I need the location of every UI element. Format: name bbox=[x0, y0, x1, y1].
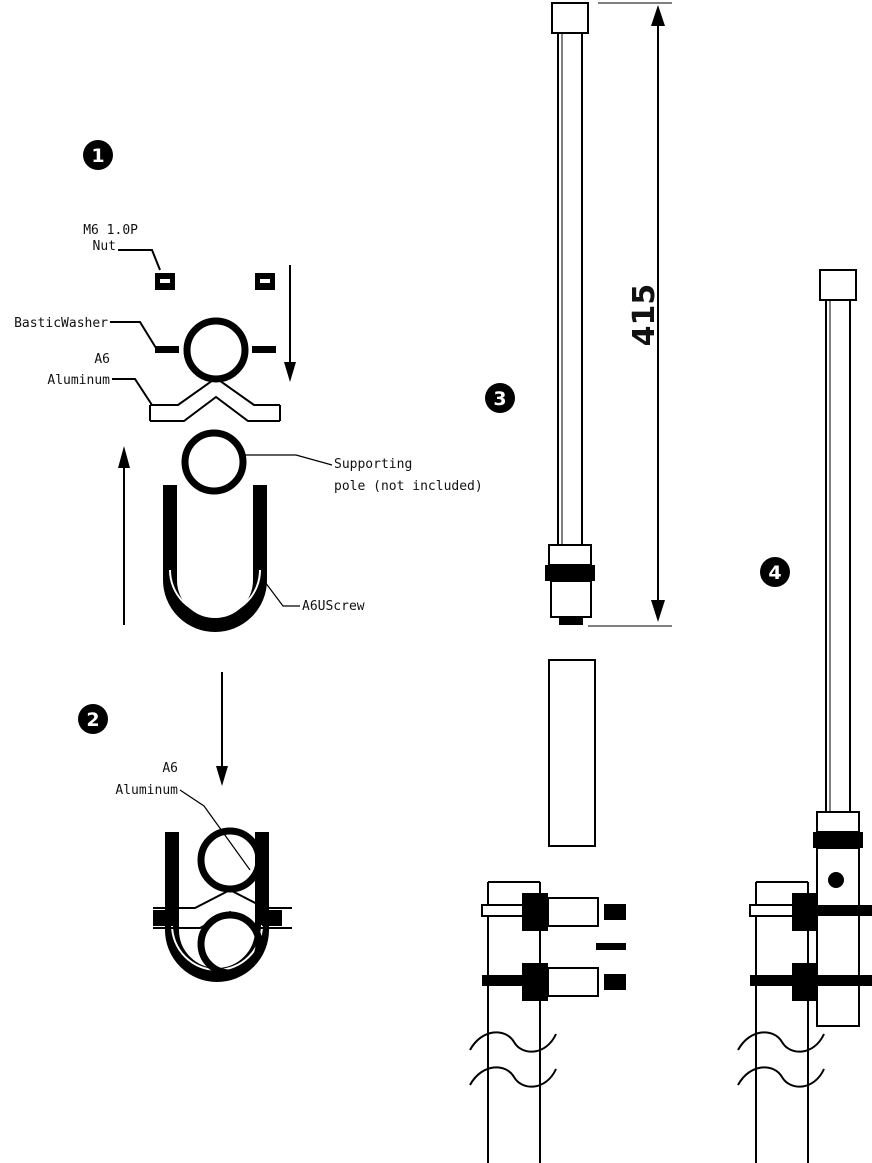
step-1-number: 1 bbox=[91, 145, 104, 167]
washer-leader-line bbox=[110, 322, 156, 348]
step-4-marker: 4 bbox=[760, 557, 790, 587]
washer-label: BasticWasher bbox=[14, 316, 108, 331]
aluminum-a-label-line2: Aluminum bbox=[47, 373, 110, 388]
dimension-415-label: 415 bbox=[627, 284, 662, 347]
pole-leader-line bbox=[243, 455, 332, 465]
aluminum-b-label-line2: Aluminum bbox=[115, 783, 178, 798]
aluminum-a-label-line1: A6 bbox=[94, 352, 110, 367]
supporting-pole-section bbox=[185, 433, 243, 491]
antenna-1 bbox=[545, 3, 595, 625]
nut-label-line1: M6 1.0P bbox=[83, 223, 138, 238]
nut-label-line2: Nut bbox=[93, 239, 116, 254]
step-3-marker: 3 bbox=[485, 383, 515, 413]
u-screw bbox=[170, 485, 260, 625]
pole-label-line1: Supporting bbox=[334, 457, 412, 472]
pole-label-line2: pole (not included) bbox=[334, 479, 483, 494]
aluminum-a-leader-line bbox=[112, 379, 152, 405]
pole-with-clamps-3 bbox=[470, 882, 626, 1163]
mounting-sleeve bbox=[549, 660, 595, 846]
uscrew-label: A6UScrew bbox=[302, 599, 365, 614]
step-2-number: 2 bbox=[86, 709, 99, 731]
arrow-up-1 bbox=[118, 446, 130, 625]
nuts bbox=[155, 273, 275, 290]
nut-leader-line bbox=[118, 250, 160, 270]
arrow-down-2 bbox=[216, 672, 228, 786]
step-4-number: 4 bbox=[768, 562, 781, 584]
length-dimension: 415 bbox=[588, 3, 672, 626]
step-2-marker: 2 bbox=[78, 704, 108, 734]
arrow-down-1 bbox=[284, 265, 296, 382]
uscrew-leader-line bbox=[262, 578, 300, 606]
aluminum-b-label-line1: A6 bbox=[162, 761, 178, 776]
aluminum-bracket bbox=[150, 378, 280, 421]
assembled-clamp bbox=[153, 831, 292, 975]
washer bbox=[155, 321, 276, 379]
step-3-number: 3 bbox=[493, 388, 506, 410]
step-1-marker: 1 bbox=[83, 140, 113, 170]
